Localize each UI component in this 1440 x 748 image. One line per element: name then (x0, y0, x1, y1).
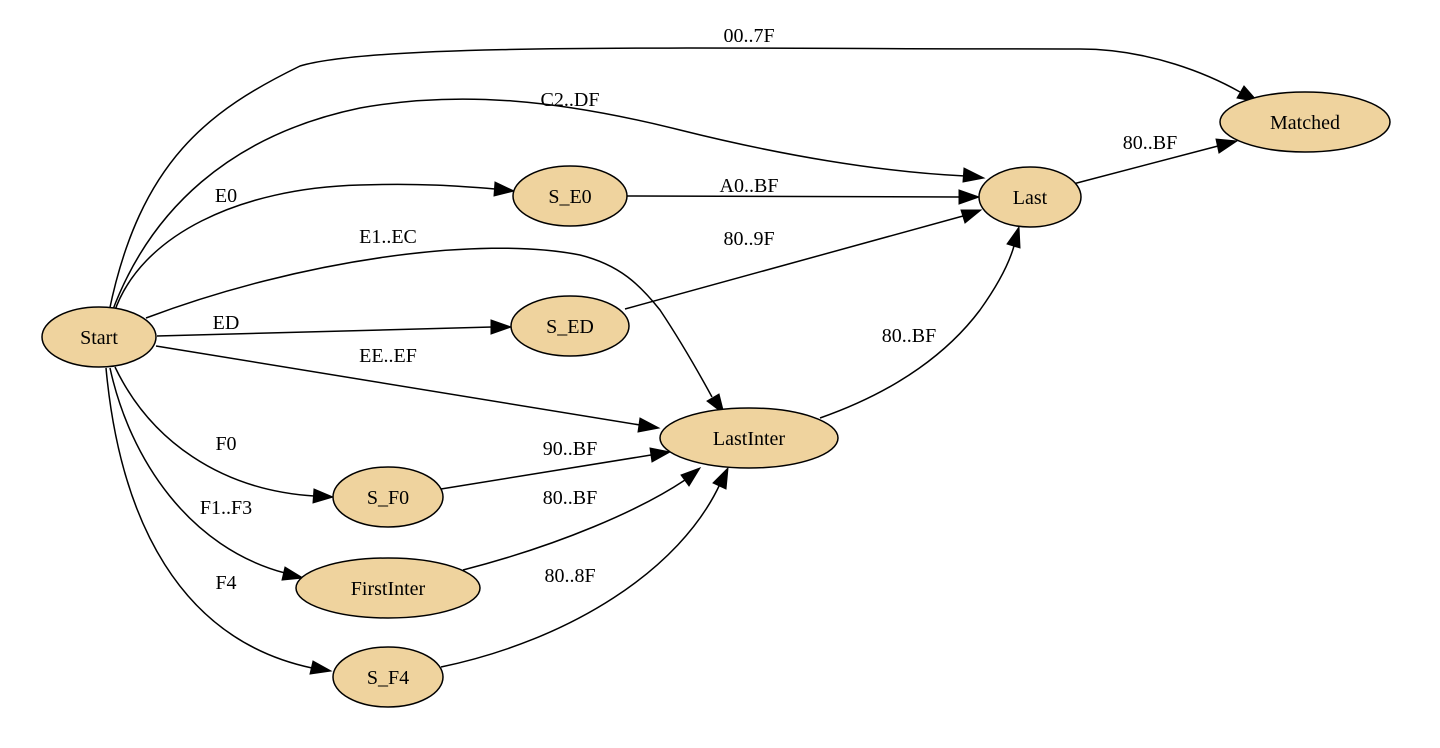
edge-label: 80..BF (543, 487, 597, 509)
edge-line (156, 326, 493, 337)
node-last: Last (978, 166, 1082, 228)
edge-start-firstinter: F1..F3 (109, 367, 305, 581)
node-label: Start (80, 327, 118, 349)
edge-label: E1..EC (359, 226, 417, 248)
edge-start-last: C2..DF (111, 89, 986, 313)
edge-start-matched: 00..7F (108, 25, 1260, 313)
edge-label: 80..BF (882, 325, 936, 347)
node-start: Start (41, 306, 157, 368)
node-matched: Matched (1219, 91, 1391, 153)
edge-s_ed-last: 80..9F (624, 209, 983, 310)
node-s_ed: S_ED (510, 295, 630, 357)
edge-label: C2..DF (541, 89, 600, 111)
edge-start-s_ed: ED (156, 312, 513, 337)
arrowhead-icon (493, 181, 516, 197)
arrowhead-icon (958, 189, 981, 205)
edge-label: 80..8F (544, 565, 595, 587)
edge-label: EE..EF (359, 345, 417, 367)
edge-lastinter-last: 80..BF (819, 225, 1021, 419)
edge-line (111, 98, 966, 313)
node-label: S_F0 (367, 487, 409, 509)
node-label: S_E0 (548, 186, 591, 208)
edge-s_e0-last: A0..BF (626, 175, 981, 205)
edge-line (109, 367, 286, 574)
node-s_f4: S_F4 (332, 646, 444, 708)
edge-label: 80..BF (1123, 132, 1177, 154)
arrowhead-icon (649, 447, 672, 463)
arrowhead-icon (281, 566, 305, 581)
edge-label: A0..BF (720, 175, 779, 197)
arrowhead-icon (637, 417, 661, 433)
arrowhead-icon (1215, 138, 1239, 154)
arrowhead-icon (309, 660, 333, 675)
edge-line (114, 366, 315, 497)
edge-s_f0-lastinter: 90..BF (440, 438, 672, 490)
edge-line (440, 454, 652, 490)
edge-label: F1..F3 (200, 497, 252, 519)
node-label: Matched (1270, 112, 1340, 134)
node-firstinter: FirstInter (295, 557, 481, 619)
edge-line (113, 183, 496, 314)
arrowhead-icon (312, 488, 335, 504)
node-s_e0: S_E0 (512, 165, 628, 227)
arrowhead-icon (1006, 225, 1021, 249)
edge-line (108, 47, 1241, 313)
edge-line (624, 215, 964, 310)
node-label: S_F4 (367, 667, 409, 689)
edge-line (1072, 145, 1219, 185)
arrowhead-icon (960, 209, 983, 224)
edge-label: ED (213, 312, 240, 334)
edge-line (819, 245, 1015, 419)
node-s_f0: S_F0 (332, 466, 444, 528)
node-label: FirstInter (351, 578, 426, 600)
edge-label: 00..7F (723, 25, 774, 47)
edge-line (626, 195, 961, 198)
arrowhead-icon (712, 466, 729, 490)
arrowhead-icon (962, 167, 986, 183)
edge-start-lastinter-ee: EE..EF (155, 345, 661, 433)
edge-start-s_f4: F4 (105, 367, 333, 675)
edge-line (145, 247, 713, 398)
edge-label: F4 (215, 572, 236, 594)
edge-firstinter-lastinter: 80..BF (462, 467, 702, 571)
arrowhead-icon (680, 467, 702, 487)
node-label: Last (1013, 187, 1048, 209)
edge-label: F0 (215, 433, 236, 455)
edge-label: 90..BF (543, 438, 597, 460)
edge-last-matched: 80..BF (1072, 132, 1239, 185)
node-label: LastInter (713, 428, 786, 450)
edge-start-s_f0: F0 (114, 366, 335, 504)
edge-line (462, 479, 686, 571)
edge-start-lastinter-e1: E1..EC (145, 226, 725, 416)
edge-s_f4-lastinter: 80..8F (440, 466, 729, 668)
edge-line (155, 345, 641, 426)
edge-label: 80..9F (723, 228, 774, 250)
edge-line (440, 483, 721, 668)
edge-line (105, 367, 313, 669)
edge-start-s_e0: E0 (113, 181, 516, 314)
node-label: S_ED (546, 316, 594, 338)
node-lastinter: LastInter (659, 407, 839, 469)
arrowhead-icon (490, 319, 513, 335)
edge-label: E0 (215, 185, 237, 207)
